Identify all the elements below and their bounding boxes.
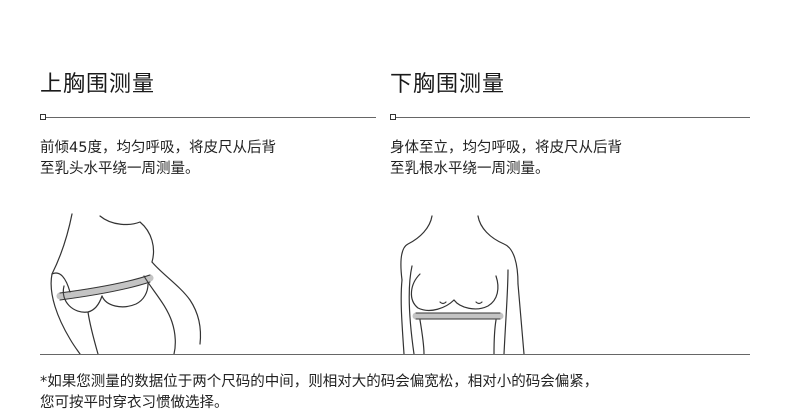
size-note-line1: *如果您测量的数据位于两个尺码的中间，则相对大的码会偏宽松，相对小的码会偏紧， — [40, 372, 598, 393]
lower-bust-title: 下胸围测量 — [390, 66, 505, 98]
upper-bust-description: 前倾45度，均匀呼吸，将皮尺从后背 至乳头水平绕一周测量。 — [40, 138, 276, 180]
divider-line — [396, 117, 750, 118]
upper-bust-illustration — [40, 204, 230, 354]
upper-bust-desc-line2: 至乳头水平绕一周测量。 — [40, 159, 276, 180]
size-note-line2: 您可按平时穿衣习惯做选择。 — [40, 393, 598, 414]
bottom-divider — [40, 354, 750, 355]
lower-bust-desc-line2: 至乳根水平绕一周测量。 — [390, 159, 622, 180]
lower-bust-illustration — [390, 204, 580, 354]
upper-bust-divider — [40, 114, 376, 122]
size-note: *如果您测量的数据位于两个尺码的中间，则相对大的码会偏宽松，相对小的码会偏紧， … — [40, 372, 598, 414]
lower-bust-desc-line1: 身体至立，均匀呼吸，将皮尺从后背 — [390, 138, 622, 159]
lower-bust-divider — [390, 114, 750, 122]
divider-line — [46, 117, 376, 118]
upper-bust-desc-line1: 前倾45度，均匀呼吸，将皮尺从后背 — [40, 138, 276, 159]
upper-bust-title: 上胸围测量 — [40, 66, 155, 98]
lower-bust-description: 身体至立，均匀呼吸，将皮尺从后背 至乳根水平绕一周测量。 — [390, 138, 622, 180]
